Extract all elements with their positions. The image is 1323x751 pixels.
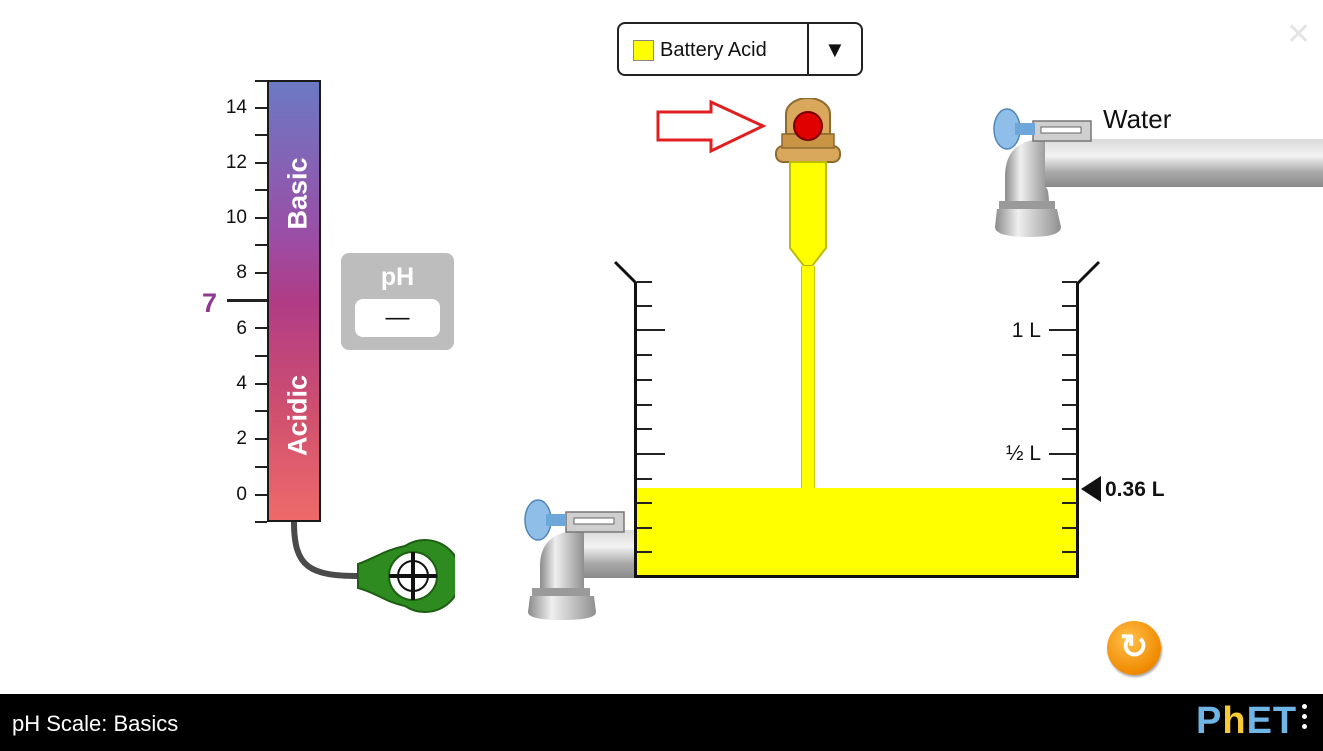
hint-arrow-icon <box>656 100 767 154</box>
ph-tick <box>255 438 267 440</box>
beaker-label-half-l: ½ L <box>1005 442 1041 465</box>
acidic-label: Acidic <box>282 374 313 457</box>
solute-selected-label: Battery Acid <box>660 39 767 61</box>
volume-readout: 0.36 L <box>1105 478 1165 501</box>
ph-tick-label: 2 <box>236 428 247 449</box>
ph-tick-label: 14 <box>225 97 247 118</box>
beaker-tick <box>637 478 652 480</box>
beaker-tick <box>637 404 652 406</box>
neutral-marker <box>227 299 267 302</box>
ph-tick-label: 8 <box>236 262 247 283</box>
beaker-tick <box>637 453 665 455</box>
beaker-tick <box>1062 478 1077 480</box>
ph-probe[interactable] <box>285 518 455 618</box>
beaker-tick <box>1049 329 1077 331</box>
beaker-tick <box>637 527 652 529</box>
solute-combo-box[interactable]: Battery Acid ▼ <box>617 22 863 76</box>
navigation-bar: pH Scale: Basics PhET <box>0 694 1323 751</box>
close-icon[interactable]: ✕ <box>1286 18 1312 51</box>
basic-label: Basic <box>282 157 313 230</box>
ph-tick-label: 10 <box>225 207 247 228</box>
solute-stream <box>801 266 815 488</box>
ph-tick-label: 12 <box>225 152 247 173</box>
ph-minor-tick <box>255 410 267 412</box>
beaker-tick <box>1062 305 1077 307</box>
beaker-left-lip <box>613 260 638 285</box>
ph-minor-tick <box>255 244 267 246</box>
beaker-tick <box>637 428 652 430</box>
ph-tick <box>255 162 267 164</box>
phet-logo[interactable]: PhET <box>1196 700 1298 742</box>
reset-all-button[interactable]: ↻ <box>1107 621 1161 675</box>
ph-tick <box>255 272 267 274</box>
volume-pointer-icon <box>1081 476 1101 502</box>
ph-minor-tick <box>255 80 267 82</box>
beaker-tick <box>637 551 652 553</box>
beaker-tick <box>1062 502 1077 504</box>
ph-readout-title: pH <box>380 263 415 291</box>
ph-minor-tick <box>255 134 267 136</box>
ph-scale-bar: Basic Acidic <box>267 80 321 522</box>
ph-tick <box>255 217 267 219</box>
dropdown-arrow-icon[interactable]: ▼ <box>824 37 846 62</box>
water-label: Water <box>1103 104 1172 134</box>
beaker-tick <box>1062 404 1077 406</box>
beaker-tick <box>1062 379 1077 381</box>
beaker-tick <box>637 354 652 356</box>
beaker-label-1l: 1 L <box>1011 319 1041 342</box>
probe-cable <box>291 521 361 579</box>
water-faucet[interactable] <box>985 105 1323 240</box>
beaker-tick <box>1062 428 1077 430</box>
dropper-tube <box>789 161 827 267</box>
ph-tick-label: 6 <box>236 318 247 339</box>
ph-tick <box>255 327 267 329</box>
ph-minor-tick <box>255 355 267 357</box>
ph-tick <box>255 494 267 496</box>
sim-title: pH Scale: Basics <box>12 711 179 736</box>
ph-readout-value: — <box>355 299 440 337</box>
dropper-button[interactable] <box>793 111 823 141</box>
beaker-liquid <box>637 488 1077 576</box>
beaker-tick <box>637 379 652 381</box>
beaker-left-wall <box>634 282 637 578</box>
ph-readout: pH — <box>341 253 454 350</box>
solute-color-swatch <box>633 40 654 61</box>
ph-tick-label: 4 <box>236 373 247 394</box>
ph-minor-tick <box>255 466 267 468</box>
phet-menu-icon[interactable] <box>1300 704 1310 734</box>
ph-minor-tick <box>255 189 267 191</box>
beaker-tick <box>1049 453 1077 455</box>
combo-divider <box>807 24 809 74</box>
drain-faucet[interactable] <box>522 496 638 621</box>
dropper[interactable] <box>772 98 844 270</box>
ph-tick <box>255 107 267 109</box>
beaker-tick <box>1062 281 1077 283</box>
ph-tick-label: 0 <box>236 484 247 505</box>
beaker-tick <box>637 502 652 504</box>
beaker-tick <box>637 305 652 307</box>
beaker-tick <box>1062 354 1077 356</box>
beaker-tick <box>637 281 652 283</box>
reset-icon: ↻ <box>1119 628 1149 666</box>
beaker-tick <box>1062 527 1077 529</box>
beaker-tick <box>637 329 665 331</box>
ph-minor-tick <box>255 521 267 523</box>
beaker-right-lip <box>1076 260 1101 285</box>
beaker-tick <box>1062 551 1077 553</box>
beaker-bottom <box>634 575 1079 578</box>
neutral-label: 7 <box>202 288 218 318</box>
beaker-right-wall <box>1076 282 1079 578</box>
ph-tick <box>255 383 267 385</box>
